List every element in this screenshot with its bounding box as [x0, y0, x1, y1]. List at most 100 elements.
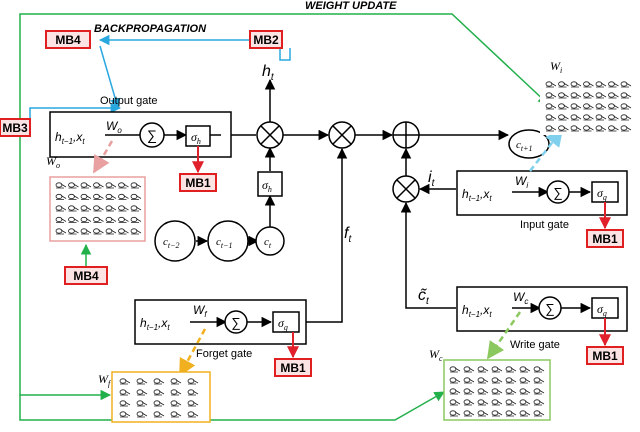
- matrix-cell-stroke: [546, 126, 557, 132]
- matrix-cell-stroke: [546, 115, 557, 121]
- matrix-cell-stroke: [81, 206, 92, 212]
- badge-mb1-input: MB1: [586, 229, 624, 248]
- svg-text:ht−1,xt: ht−1,xt: [140, 316, 170, 332]
- weight-matrix-wi: Wi: [540, 59, 635, 135]
- svg-text:∑: ∑: [231, 315, 240, 330]
- badge-mb3: MB3: [0, 118, 31, 137]
- matrix-cell-stroke: [534, 367, 545, 373]
- matrix-cell-stroke: [68, 183, 79, 189]
- operator-nodes: σh: [256, 121, 420, 203]
- matrix-cell-stroke: [520, 378, 531, 384]
- matrix-cell-stroke: [120, 379, 131, 385]
- matrix-cell-stroke: [81, 229, 92, 235]
- matrix-cell-stroke: [478, 367, 489, 373]
- matrix-cell-stroke: [506, 367, 517, 373]
- svg-text:Wi: Wi: [550, 59, 562, 75]
- matrix-cell-stroke: [583, 93, 594, 99]
- cell-state-nodes: ct−2 ct−1 ct ct+1: [154, 129, 550, 262]
- matrix-cell-stroke: [93, 218, 104, 223]
- mb1-arrows: [192, 146, 611, 359]
- matrix-cell-stroke: [106, 195, 117, 200]
- matrix-cell-stroke: [118, 206, 129, 212]
- matrix-cell-stroke: [81, 183, 92, 189]
- forget-multiply-node: [328, 121, 356, 149]
- svg-text:Wi: Wi: [515, 174, 528, 190]
- matrix-cell-stroke: [520, 389, 531, 395]
- matrix-cell-stroke: [608, 115, 619, 121]
- cell-connections: [196, 78, 510, 323]
- matrix-cell-stroke: [492, 378, 503, 384]
- badge-mb1-forget: MB1: [274, 358, 312, 377]
- matrix-cell-stroke: [106, 229, 117, 235]
- matrix-cell-stroke: [492, 411, 503, 417]
- matrix-cell-stroke: [171, 390, 182, 396]
- matrix-cell-stroke: [118, 195, 129, 200]
- matrix-cell-stroke: [558, 126, 569, 132]
- i-t-label: it: [428, 169, 436, 189]
- matrix-cell-stroke: [534, 389, 545, 395]
- weight-matrix-wf: Wf: [98, 371, 211, 423]
- matrix-cell-stroke: [546, 82, 557, 88]
- matrix-cell-stroke: [583, 115, 594, 121]
- matrix-cell-stroke: [534, 411, 545, 417]
- matrix-cell-stroke: [131, 206, 142, 212]
- f-t-label: ft: [344, 225, 352, 245]
- svg-text:σh: σh: [191, 130, 201, 146]
- matrix-cell-stroke: [464, 411, 475, 417]
- matrix-cell-stroke: [506, 389, 517, 395]
- matrix-cell-stroke: [188, 412, 199, 418]
- matrix-cell-stroke: [520, 411, 531, 417]
- write-gate-label: Write gate: [510, 339, 560, 351]
- matrix-cell-stroke: [137, 390, 148, 396]
- matrix-cell-stroke: [621, 126, 632, 132]
- matrix-cell-stroke: [478, 378, 489, 384]
- svg-text:σh: σh: [262, 178, 272, 194]
- matrix-cell-stroke: [546, 104, 557, 110]
- matrix-cell-stroke: [596, 115, 607, 121]
- svg-text:MB1: MB1: [280, 361, 306, 375]
- matrix-cell-stroke: [583, 104, 594, 110]
- matrix-cell-stroke: [596, 82, 607, 88]
- svg-text:ct−1: ct−1: [216, 236, 233, 250]
- matrix-cell-stroke: [131, 218, 142, 223]
- matrix-cell-stroke: [492, 367, 503, 373]
- matrix-cell-stroke: [56, 218, 67, 223]
- svg-text:∑: ∑: [147, 127, 157, 143]
- matrix-cell-stroke: [534, 378, 545, 384]
- matrix-cell-stroke: [68, 218, 79, 223]
- svg-text:ht−1,xt: ht−1,xt: [462, 187, 492, 203]
- matrix-cell-stroke: [188, 390, 199, 396]
- matrix-cell-stroke: [571, 126, 582, 132]
- matrix-cell-stroke: [450, 367, 461, 373]
- matrix-cell-stroke: [131, 229, 142, 235]
- matrix-cell-stroke: [478, 400, 489, 406]
- matrix-cell-stroke: [450, 389, 461, 395]
- output-gate-w: Wo: [106, 119, 122, 135]
- h-t-label: ht: [262, 63, 275, 83]
- matrix-cell-stroke: [131, 195, 142, 200]
- matrix-cell-stroke: [450, 411, 461, 417]
- badge-mb1-output: MB1: [179, 173, 217, 192]
- matrix-cell-stroke: [621, 104, 632, 110]
- matrix-cell-stroke: [450, 378, 461, 384]
- matrix-cell-stroke: [106, 206, 117, 212]
- svg-text:Wc: Wc: [429, 347, 443, 363]
- matrix-cell-stroke: [68, 195, 79, 200]
- backpropagation-arrows: [29, 34, 291, 119]
- matrix-cell-stroke: [506, 378, 517, 384]
- matrix-cell-stroke: [171, 401, 182, 407]
- c-t-node: [255, 226, 285, 256]
- matrix-cell-stroke: [520, 367, 531, 373]
- matrix-cell-stroke: [546, 93, 557, 99]
- matrix-cell-stroke: [596, 104, 607, 110]
- svg-text:MB1: MB1: [592, 349, 618, 363]
- svg-text:σg: σg: [597, 302, 607, 318]
- svg-text:∑: ∑: [553, 185, 562, 200]
- matrix-cell-stroke: [621, 82, 632, 88]
- dashed-weight-arrows: [92, 128, 564, 377]
- matrix-cell-stroke: [608, 93, 619, 99]
- matrix-cell-stroke: [171, 412, 182, 418]
- matrix-cell-stroke: [608, 126, 619, 132]
- matrix-cell-stroke: [596, 93, 607, 99]
- matrix-cell-stroke: [188, 379, 199, 385]
